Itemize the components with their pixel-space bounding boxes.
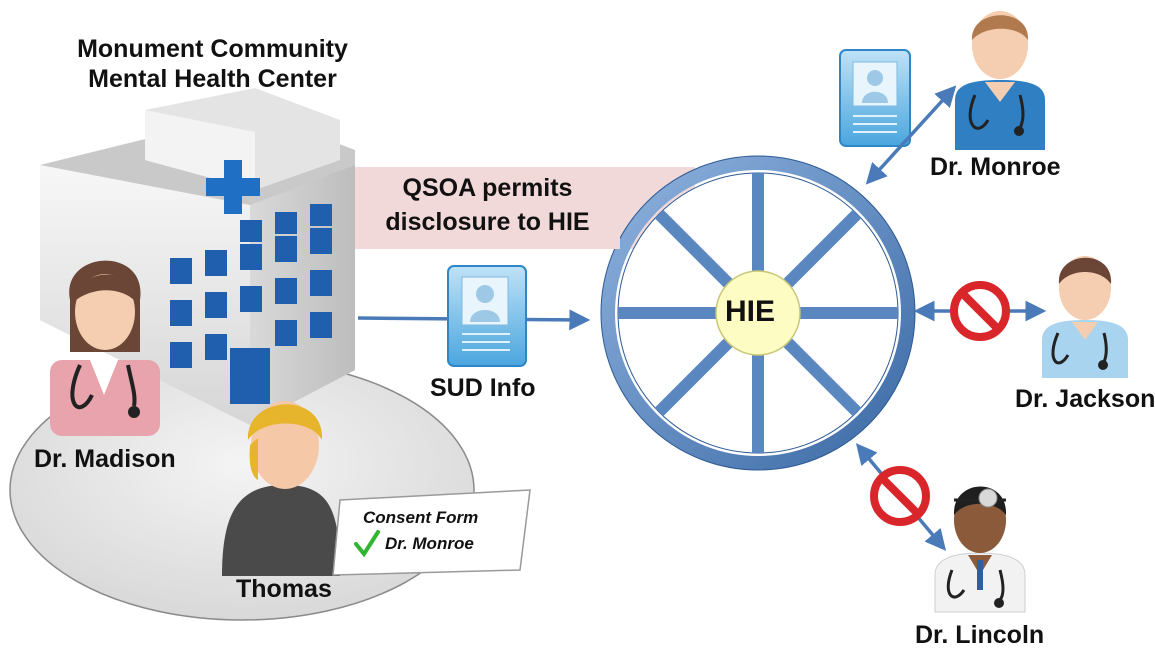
center-title-line1: Monument Community bbox=[77, 35, 348, 63]
consent-form-title: Consent Form bbox=[363, 508, 479, 527]
qsoa-box bbox=[355, 167, 620, 249]
hie-label: HIE bbox=[725, 295, 776, 328]
qsoa-label: QSOA permits disclosure to HIE bbox=[355, 172, 620, 240]
dr-jackson-figure bbox=[1042, 256, 1128, 378]
dr-monroe-label: Dr. Monroe bbox=[930, 153, 1061, 181]
checkmark-icon bbox=[354, 530, 380, 558]
hie-wheel bbox=[600, 155, 916, 471]
qsoa-label-line2: disclosure to HIE bbox=[385, 207, 590, 236]
patient-record-icon bbox=[447, 265, 527, 367]
dr-monroe-figure bbox=[955, 11, 1045, 150]
prohibited-icon bbox=[950, 281, 1010, 341]
qsoa-label-line1: QSOA permits bbox=[402, 174, 573, 202]
consent-form-entry: Dr. Monroe bbox=[385, 534, 474, 553]
dr-lincoln-label: Dr. Lincoln bbox=[915, 621, 1045, 649]
monroe-arrow bbox=[865, 85, 957, 185]
dr-madison-label: Dr. Madison bbox=[34, 445, 176, 473]
dr-jackson-label: Dr. Jackson bbox=[1015, 385, 1155, 413]
thomas-label: Thomas bbox=[236, 575, 332, 603]
dr-lincoln-figure bbox=[934, 486, 1026, 613]
hospital-building-icon bbox=[40, 88, 355, 425]
consent-form: Consent Form Dr. Monroe bbox=[333, 494, 528, 569]
center-title: Monument Community Mental Health Center bbox=[55, 34, 370, 94]
patient-record-icon bbox=[839, 49, 911, 147]
consent-form-card bbox=[332, 489, 531, 576]
dr-madison-figure bbox=[50, 260, 160, 436]
prohibited-icon bbox=[870, 466, 930, 526]
center-title-line2: Mental Health Center bbox=[88, 65, 337, 93]
sud-info-label: SUD Info bbox=[430, 374, 536, 402]
thomas-figure bbox=[222, 401, 340, 576]
